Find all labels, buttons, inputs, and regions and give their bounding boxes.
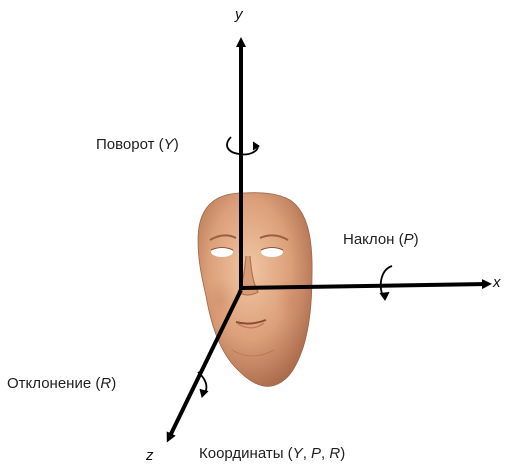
z-axis bbox=[166, 289, 243, 443]
roll-label: Отклонение (R) bbox=[7, 375, 117, 392]
yaw-symbol: Y bbox=[163, 136, 174, 153]
right-eye bbox=[261, 247, 283, 257]
yaw-name: Поворот bbox=[96, 136, 155, 153]
x-axis bbox=[240, 279, 492, 290]
right-brow bbox=[259, 234, 289, 241]
coordinates-caption: Координаты (Y, P, R) bbox=[199, 445, 346, 462]
pitch-name: Наклон bbox=[343, 231, 395, 248]
caption-prefix: Координаты bbox=[199, 445, 284, 462]
left-eye bbox=[211, 247, 233, 257]
x-axis-label: x bbox=[493, 274, 501, 291]
right-cheek-shade bbox=[277, 278, 307, 322]
z-axis-label: z bbox=[146, 447, 154, 464]
caption-y: Y bbox=[292, 445, 303, 462]
roll-name: Отклонение bbox=[7, 375, 92, 392]
yaw-arrow-icon bbox=[226, 136, 259, 156]
y-axis-label: y bbox=[235, 6, 243, 23]
left-cheek-shade bbox=[204, 278, 236, 322]
rotation-arcs bbox=[197, 136, 393, 398]
mouth bbox=[235, 319, 267, 325]
pitch-symbol: P bbox=[403, 231, 414, 248]
caption-p: P bbox=[311, 445, 322, 462]
caption-r: R bbox=[329, 445, 341, 462]
yaw-label: Поворот (Y) bbox=[96, 136, 179, 153]
roll-symbol: R bbox=[100, 375, 112, 392]
left-brow bbox=[209, 234, 237, 241]
axes-group bbox=[166, 37, 492, 443]
pitch-label: Наклон (P) bbox=[343, 231, 419, 248]
